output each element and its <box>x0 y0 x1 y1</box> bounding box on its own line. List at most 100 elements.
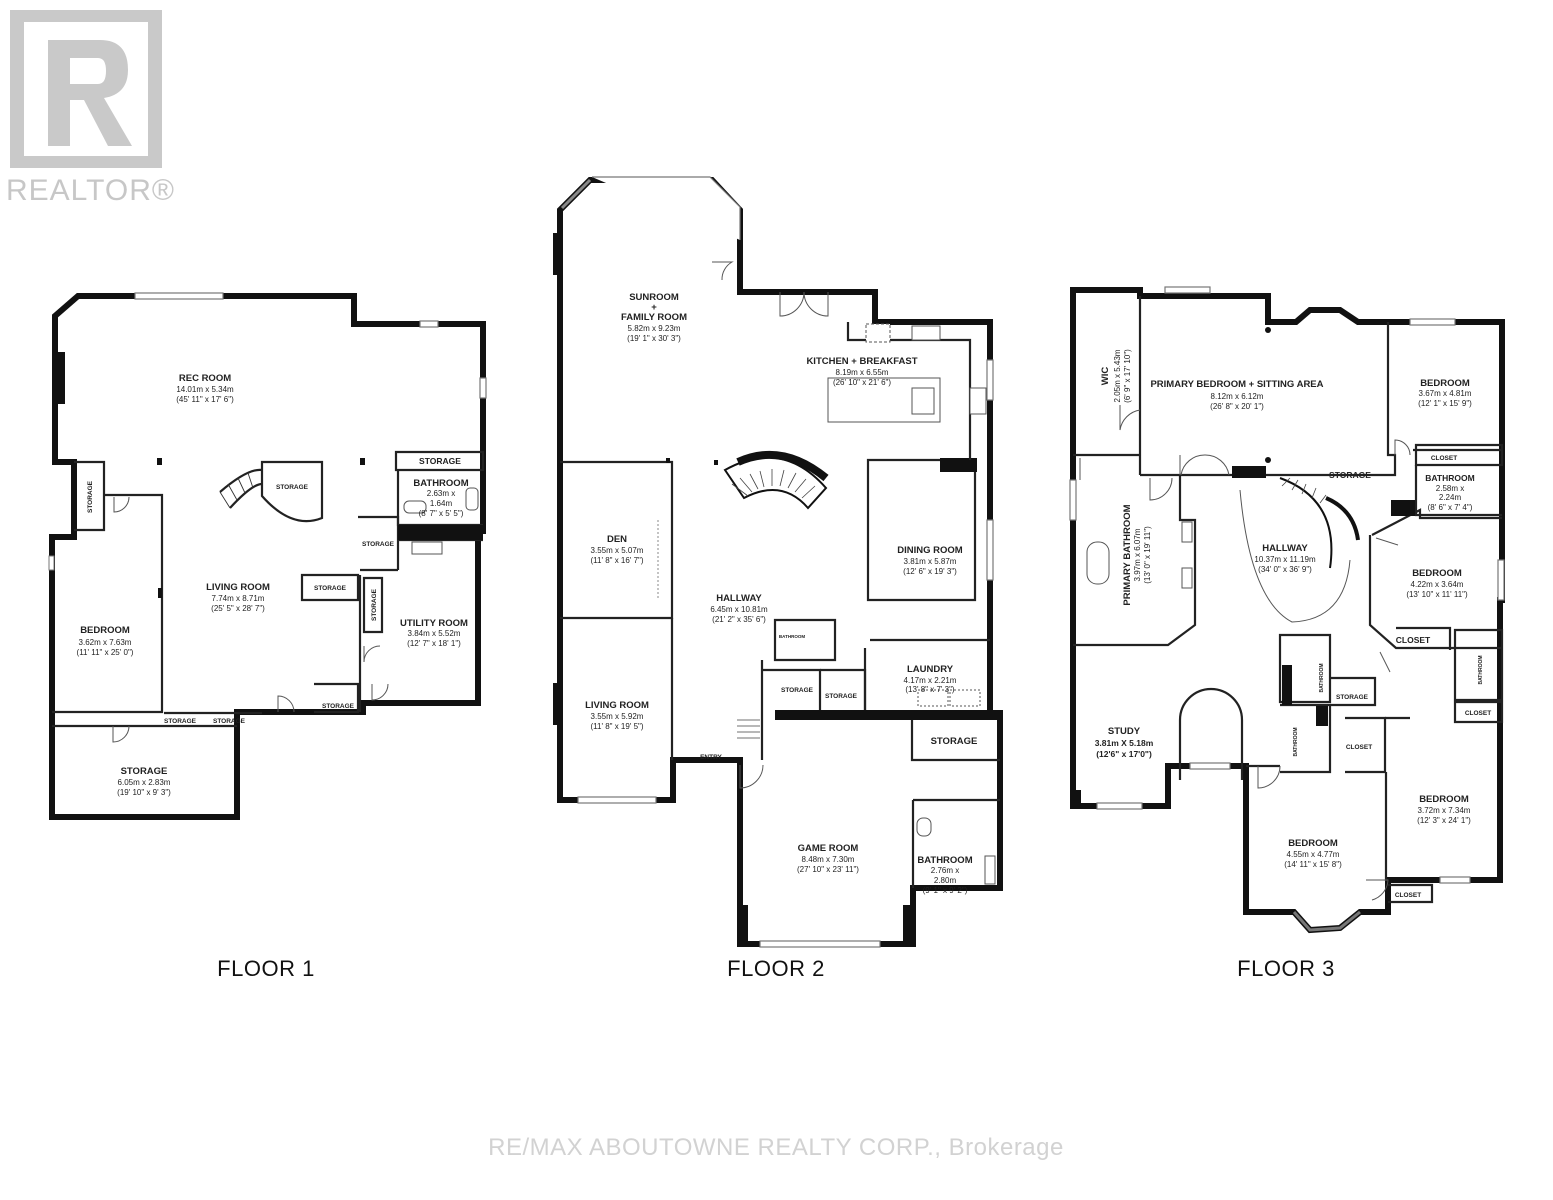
living-room-2-dims: 3.55m x 5.92m <box>591 712 644 721</box>
sunroom-dims-imperial: (19' 1" x 30' 3") <box>627 334 681 343</box>
hallway-3-dims-imperial: (34' 0" x 36' 9") <box>1258 565 1312 574</box>
storage-label: STORAGE <box>371 588 378 621</box>
den-dims-imperial: (11' 8" x 16' 7") <box>590 556 643 565</box>
living-room-2-dims-imperial: (11' 8" x 19' 5") <box>590 722 643 731</box>
bedroom-e-dims-imperial: (13' 10" x 11' 11") <box>1406 590 1468 599</box>
floor-3-label: FLOOR 3 <box>1237 956 1335 981</box>
bedroom-ne-name: BEDROOM <box>1420 378 1470 389</box>
bedroom-e-name: BEDROOM <box>1412 568 1462 579</box>
bathroom-2-dims-2: 2.80m <box>934 876 957 885</box>
storage-label: STORAGE <box>276 484 309 491</box>
floor-2-label: FLOOR 2 <box>727 956 825 981</box>
living-room-2-name: LIVING ROOM <box>585 700 649 711</box>
laundry-name: LAUNDRY <box>907 664 954 675</box>
floor-3-plan <box>1069 286 1505 934</box>
bathroom-dims-2: 1.64m <box>430 499 453 508</box>
closet-label: CLOSET <box>1431 455 1457 462</box>
bedroom-se-dims-imperial: (12' 3" x 24' 1") <box>1417 816 1471 825</box>
study-dims: 3.81m X 5.18m <box>1095 738 1154 748</box>
hallway-dims-imperial: (21' 2" x 35' 6") <box>712 615 766 624</box>
study-name: STUDY <box>1108 726 1141 737</box>
bedroom-e-dims: 4.22m x 3.64m <box>1411 580 1464 589</box>
bedroom-s-dims-imperial: (14' 11" x 15' 8") <box>1284 860 1342 869</box>
dining-room-dims-imperial: (12' 6" x 19' 3") <box>903 567 957 576</box>
bathroom-2-dims: 2.76m x <box>931 866 959 875</box>
realtor-logo-text: REALTOR® <box>6 174 175 207</box>
storage-label: STORAGE <box>1329 470 1371 480</box>
primary-bathroom-name: PRIMARY BATHROOM <box>1122 504 1133 605</box>
closet-label: CLOSET <box>1465 710 1491 717</box>
brokerage-watermark: RE/MAX ABOUTOWNE REALTY CORP., Brokerage <box>488 1134 1064 1161</box>
utility-room-dims: 3.84m x 5.52m <box>408 629 461 638</box>
floor-2-labels: SUNROOM + FAMILY ROOM 5.82m x 9.23m (19'… <box>585 292 977 895</box>
utility-room-dims-imperial: (12' 7" x 18' 1") <box>407 639 461 648</box>
wic-dims: 2.05m x 5.43m <box>1113 349 1122 402</box>
closet-label: CLOSET <box>1396 635 1431 645</box>
bedroom-se-name: BEDROOM <box>1419 794 1469 805</box>
closet-label: CLOSET <box>1395 892 1421 899</box>
floor-1-labels: REC ROOM 14.01m x 5.34m (45' 11" x 17' 6… <box>77 373 469 797</box>
den-name: DEN <box>607 534 627 545</box>
bathroom-label: BATHROOM <box>1478 655 1484 684</box>
wic-dims-imperial: (6' 9" x 17' 10") <box>1123 349 1132 403</box>
bathroom-e-name: BATHROOM <box>1425 473 1474 483</box>
primary-bathroom-dims: 3.97m x 6.07m <box>1133 528 1142 581</box>
living-room-dims-imperial: (25' 5" x 28' 7") <box>211 604 265 613</box>
utility-room-name: UTILITY ROOM <box>400 618 468 629</box>
storage-label: STORAGE <box>87 480 94 513</box>
primary-bedroom-dims: 8.12m x 6.12m <box>1211 392 1264 401</box>
storage-room-name: STORAGE <box>121 766 168 777</box>
storage-label: STORAGE <box>419 456 461 466</box>
game-room-name: GAME ROOM <box>798 843 859 854</box>
hallway-name: HALLWAY <box>716 593 762 604</box>
wic-name: WIC <box>1100 367 1111 386</box>
storage-label: STORAGE <box>931 736 978 747</box>
floor-1-plan <box>48 292 487 820</box>
hallway-3-name: HALLWAY <box>1262 543 1308 554</box>
bathroom-name: BATHROOM <box>413 478 468 489</box>
primary-bathroom-dims-imperial: (13' 0" x 19' 11") <box>1143 526 1152 584</box>
powder-bathroom-label: BATHROOM <box>779 634 805 639</box>
floor-3-labels: WIC 2.05m x 5.43m (6' 9" x 17' 10") PRIM… <box>1095 349 1492 899</box>
realtor-logo: REALTOR® <box>6 10 175 207</box>
bedroom-ne-dims-imperial: (12' 1" x 15' 9") <box>1418 399 1472 408</box>
dining-room-name: DINING ROOM <box>897 545 963 556</box>
dining-room-dims: 3.81m x 5.87m <box>904 557 957 566</box>
bathroom-e-dims-2: 2.24m <box>1439 493 1462 502</box>
bedroom-name: BEDROOM <box>80 625 130 636</box>
kitchen-name: KITCHEN + BREAKFAST <box>806 356 917 367</box>
rec-room-name: REC ROOM <box>179 373 231 384</box>
bathroom-label: BATHROOM <box>1319 663 1325 692</box>
den-dims: 3.55m x 5.07m <box>591 546 644 555</box>
storage-label: STORAGE <box>314 585 347 592</box>
living-room-name: LIVING ROOM <box>206 582 270 593</box>
bathroom-e-dims-imperial: (8' 6" x 7' 4") <box>1428 503 1473 512</box>
bedroom-ne-dims: 3.67m x 4.81m <box>1419 389 1472 398</box>
kitchen-dims-imperial: (26' 10" x 21' 6") <box>833 378 891 387</box>
entry-label: ENTRY <box>700 754 722 761</box>
family-room-name: FAMILY ROOM <box>621 312 687 323</box>
floor-2-plan <box>553 176 1003 948</box>
storage-label: STORAGE <box>825 693 858 700</box>
laundry-dims-imperial: (13' 8" x 7' 3") <box>905 685 955 694</box>
bathroom-e-dims: 2.58m x <box>1436 484 1464 493</box>
rec-room-dims: 14.01m x 5.34m <box>176 385 234 394</box>
bedroom-se-dims: 3.72m x 7.34m <box>1418 806 1471 815</box>
storage-label: STORAGE <box>781 687 814 694</box>
study-dims-imperial: (12'6" x 17'0") <box>1096 749 1152 759</box>
bathroom-label: BATHROOM <box>1293 727 1299 756</box>
storage-label: STORAGE <box>213 718 246 725</box>
hallway-dims: 6.45m x 10.81m <box>710 605 768 614</box>
primary-bedroom-dims-imperial: (26' 8" x 20' 1") <box>1210 402 1264 411</box>
bathroom-dims-imperial: (8' 7" x 5' 5") <box>419 509 464 518</box>
storage-label: STORAGE <box>362 541 395 548</box>
bathroom-2-name: BATHROOM <box>917 855 972 866</box>
sunroom-dims: 5.82m x 9.23m <box>628 324 681 333</box>
living-room-dims: 7.74m x 8.71m <box>212 594 265 603</box>
kitchen-dims: 8.19m x 6.55m <box>836 368 889 377</box>
floor-1-label: FLOOR 1 <box>217 956 315 981</box>
bedroom-s-name: BEDROOM <box>1288 838 1338 849</box>
bedroom-s-dims: 4.55m x 4.77m <box>1287 850 1340 859</box>
game-room-dims: 8.48m x 7.30m <box>802 855 855 864</box>
